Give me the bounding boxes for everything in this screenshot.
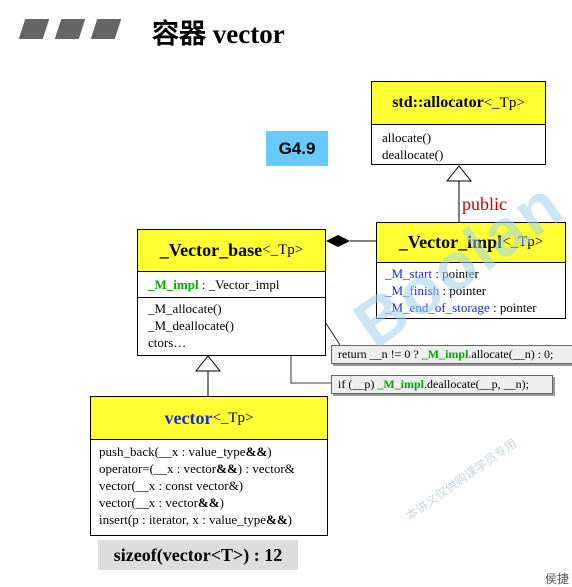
vector-method: push_back(__x : value_type&&) (99, 444, 272, 459)
allocator-name: std::allocator (392, 94, 484, 111)
vector-base-methods: _M_allocate() _M_deallocate() ctors… (138, 298, 325, 353)
vector-header: vector<_Tp> (91, 397, 327, 440)
vector-base-class: _Vector_base<_Tp> _M_impl : _Vector_impl… (137, 229, 326, 356)
deallocate-note: if (__p) _M_impl.deallocate(__p, __n); (331, 375, 553, 394)
allocator-methods: allocate() deallocate() (372, 125, 545, 165)
allocate-note: return __n != 0 ? _M_impl.allocate(__n) … (331, 345, 572, 364)
allocator-template: <_Tp> (483, 94, 525, 111)
vector-class: vector<_Tp> push_back(__x : value_type&&… (90, 396, 328, 536)
vector-impl-template: <_Tp> (502, 234, 544, 250)
vector-impl-field: _M_finish : pointer (385, 283, 487, 298)
vector-impl-fields: _M_start : pointer _M_finish : pointer _… (377, 263, 565, 318)
vector-method: insert(p : iterator, x : value_type&&) (99, 512, 292, 527)
vector-impl-field: _M_start : pointer (385, 266, 479, 281)
vector-base-name: _Vector_base (159, 240, 263, 260)
vector-base-field-name: _M_impl (148, 277, 199, 292)
vector-impl-class: _Vector_impl<_Tp> _M_start : pointer _M_… (376, 222, 566, 319)
vector-methods: push_back(__x : value_type&&) operator=(… (91, 440, 327, 531)
inheritance-label: public (462, 194, 507, 214)
vector-impl-field: _M_end_of_storage : pointer (385, 300, 537, 315)
vector-base-template: <_Tp> (262, 242, 304, 258)
sizeof-label: sizeof(vector<T>) : 12 (98, 540, 298, 570)
vector-method: vector(__x : const vector&) (99, 478, 244, 493)
vector-impl-header: _Vector_impl<_Tp> (377, 223, 565, 263)
corner-text: 侯捷 (545, 572, 570, 586)
allocator-method: deallocate() (382, 147, 444, 162)
vector-template: <_Tp> (212, 409, 254, 426)
page-title: 容器 vector (152, 19, 285, 49)
vector-base-header: _Vector_base<_Tp> (138, 230, 325, 272)
vector-base-field-type: : _Vector_impl (198, 277, 280, 292)
allocator-header: std::allocator<_Tp> (372, 82, 545, 125)
vector-method: vector(__x : vector&&) (99, 495, 224, 510)
version-badge: G4.9 (266, 131, 328, 166)
allocator-method: allocate() (382, 130, 432, 145)
vector-base-method: _M_allocate() (148, 301, 222, 316)
vector-name: vector (164, 407, 213, 428)
vector-base-method: ctors… (148, 335, 187, 350)
allocator-class: std::allocator<_Tp> allocate() deallocat… (371, 81, 546, 165)
vector-method: operator=(__x : vector&&) : vector& (99, 461, 295, 476)
vector-impl-name: _Vector_impl (398, 232, 503, 252)
vector-base-method: _M_deallocate() (148, 318, 234, 333)
vector-base-fields: _M_impl : _Vector_impl (138, 272, 325, 298)
